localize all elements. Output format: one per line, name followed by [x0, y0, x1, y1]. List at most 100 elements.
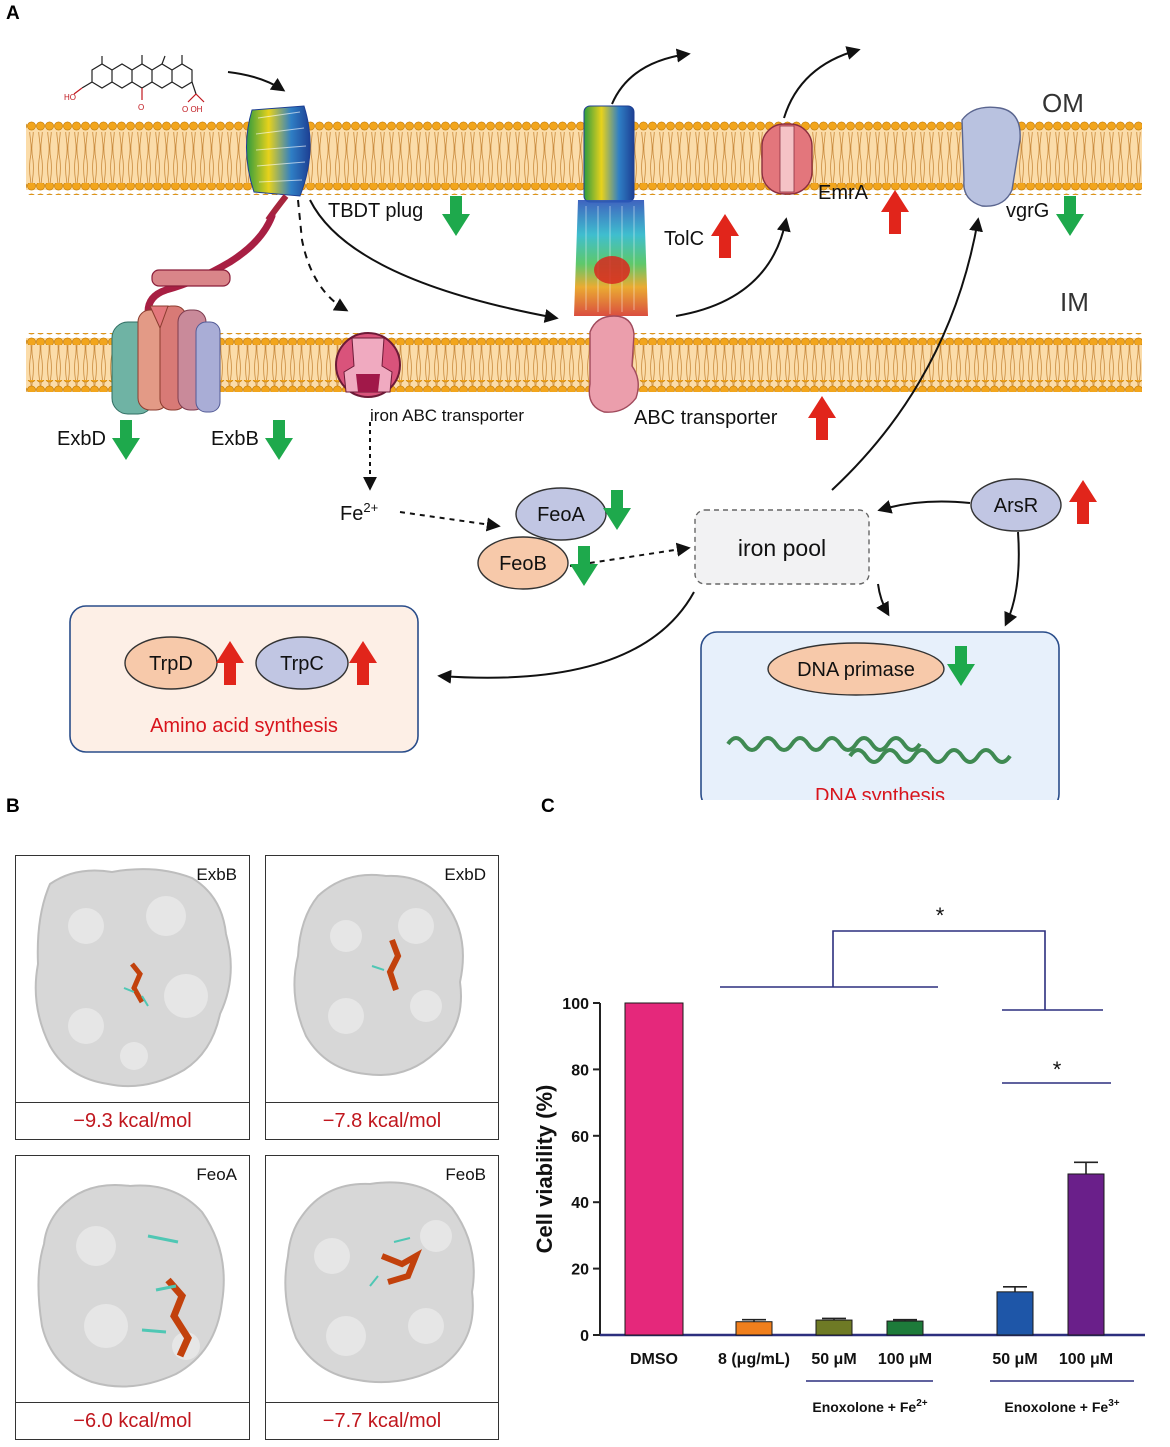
- bar: [624, 1002, 684, 1336]
- y-tick-label: 40: [571, 1195, 589, 1212]
- tbdt-plug-label: TBDT plug: [328, 200, 423, 222]
- docking-energy: −6.0 kcal/mol: [16, 1402, 249, 1439]
- docking-surface: [34, 868, 232, 1088]
- iron-abc-transporter-protein: [335, 332, 401, 398]
- molecule-oh: O OH: [182, 105, 203, 114]
- y-tick-label: 100: [562, 996, 589, 1013]
- exbb-label: ExbB: [211, 428, 259, 450]
- y-ticks: 0 20 40 60 80 100: [562, 996, 600, 1345]
- dna-synthesis-label: DNA synthesis: [815, 785, 945, 800]
- bar: [886, 1320, 924, 1336]
- emra-protein: [761, 123, 813, 195]
- inner-membrane-label: IM: [1060, 287, 1089, 317]
- docking-surface: [293, 873, 464, 1076]
- enoxolone-molecule: [73, 55, 205, 103]
- x-tick-label: 50 μM: [811, 1351, 856, 1368]
- exbd-exbb-complex: [111, 305, 221, 415]
- significance-star: *: [936, 903, 945, 928]
- tonb-domain: [151, 269, 231, 287]
- iron-pool-box: [694, 509, 870, 585]
- group-labels: Enoxolone + Fe2+ Enoxolone + Fe3+: [806, 1380, 1134, 1415]
- arsr-label: ArsR: [994, 495, 1038, 517]
- down-arrow-feob: [570, 546, 598, 586]
- outer-membrane-label: OM: [1042, 88, 1084, 118]
- regulation-arrows: [112, 190, 1097, 686]
- down-arrow-feoa: [603, 490, 631, 530]
- up-arrow-trpc: [349, 641, 377, 685]
- dna-helix-1: [726, 736, 922, 752]
- exbd-label: ExbD: [57, 428, 106, 450]
- bar: [996, 1291, 1034, 1336]
- y-tick-label: 0: [580, 1328, 589, 1345]
- molecule-o: O: [138, 103, 144, 112]
- bar: [1067, 1173, 1105, 1336]
- up-arrow-tolc: [711, 214, 739, 258]
- amino-acid-label: Amino acid synthesis: [150, 715, 338, 737]
- docking-protein-label: ExbD: [444, 865, 486, 884]
- trpc-node: [255, 636, 349, 690]
- bar: [735, 1321, 773, 1336]
- docking-surface: [37, 1184, 225, 1388]
- up-arrow-arsr: [1069, 480, 1097, 524]
- down-arrow-exbb: [265, 420, 293, 460]
- trpc-label: TrpC: [280, 653, 324, 675]
- group-label: Enoxolone + Fe3+: [1004, 1398, 1119, 1415]
- panel-label-c: C: [541, 796, 555, 817]
- y-tick-label: 20: [571, 1262, 589, 1279]
- dna-helix-2: [848, 748, 1012, 764]
- iron-abc-label: iron ABC transporter: [370, 406, 524, 425]
- feob-label: FeoB: [499, 553, 547, 575]
- y-tick-label: 80: [571, 1062, 589, 1079]
- docking-protein-label: ExbB: [196, 865, 237, 884]
- abc-transporter-label: ABC transporter: [634, 407, 778, 429]
- docking-protein-label: FeoA: [196, 1165, 237, 1184]
- group-label: Enoxolone + Fe2+: [812, 1398, 927, 1415]
- down-arrow-dna-primase: [947, 646, 975, 686]
- x-tick-label: 100 μM: [878, 1351, 932, 1368]
- bar: [815, 1319, 853, 1336]
- emra-label: EmrA: [818, 182, 869, 204]
- arsr-node: [970, 478, 1062, 532]
- vgrg-protein: [961, 106, 1021, 207]
- x-tick-labels: DMSO 8 (μg/mL) 50 μM 100 μM 50 μM 100 μM: [630, 1351, 1113, 1368]
- docking-card-exbb: ExbB −9.3 kcal/mol: [15, 855, 250, 1140]
- feoa-label: FeoA: [537, 504, 585, 526]
- down-arrow-vgrg: [1056, 196, 1084, 236]
- ferrous-iron-label: Fe2+: [340, 500, 378, 525]
- tolc-protein: [574, 105, 648, 316]
- docking-energy: −7.8 kcal/mol: [266, 1102, 498, 1139]
- x-tick-label: DMSO: [630, 1351, 678, 1368]
- x-tick-label: 50 μM: [992, 1351, 1037, 1368]
- dna-primase-node: [767, 642, 945, 696]
- mechanism-diagram: OM IM HO O O OH: [26, 46, 1142, 800]
- feob-node: [477, 536, 569, 590]
- bars: [624, 1002, 1105, 1336]
- iron-pool-label: iron pool: [738, 535, 826, 561]
- docking-surface: [284, 1181, 475, 1384]
- y-tick-label: 60: [571, 1129, 589, 1146]
- tbdt-barrel-protein: [246, 105, 311, 222]
- significance-star: *: [1053, 1057, 1062, 1082]
- up-arrow-emra: [881, 190, 909, 234]
- trpd-label: TrpD: [149, 653, 193, 675]
- panel-label-b: B: [6, 796, 20, 817]
- docking-card-exbd: ExbD −7.8 kcal/mol: [265, 855, 499, 1140]
- abc-transporter-protein: [588, 315, 639, 413]
- docking-energy: −7.7 kcal/mol: [266, 1402, 498, 1439]
- up-arrow-abc: [808, 396, 836, 440]
- docking-protein-label: FeoB: [445, 1165, 486, 1184]
- x-tick-label: 100 μM: [1059, 1351, 1113, 1368]
- docking-card-feob: FeoB −7.7 kcal/mol: [265, 1155, 499, 1440]
- panel-label-a: A: [6, 3, 20, 24]
- viability-bar-chart: Cell viability (%) 0 20 40 60 80 100 DMSO 8 (μ…: [532, 903, 1145, 1415]
- bracket-top: [832, 930, 1046, 1010]
- feoa-node: [515, 487, 607, 541]
- x-tick-label: 8 (μg/mL): [718, 1351, 790, 1368]
- down-arrow-tbdt: [442, 196, 470, 236]
- docking-card-feoa: FeoA −6.0 kcal/mol: [15, 1155, 250, 1440]
- molecule-ho: HO: [64, 93, 76, 102]
- down-arrow-exbd: [112, 420, 140, 460]
- y-axis-label: Cell viability (%): [532, 1085, 557, 1254]
- vgrg-label: vgrG: [1006, 200, 1049, 222]
- tolc-label: TolC: [664, 228, 704, 250]
